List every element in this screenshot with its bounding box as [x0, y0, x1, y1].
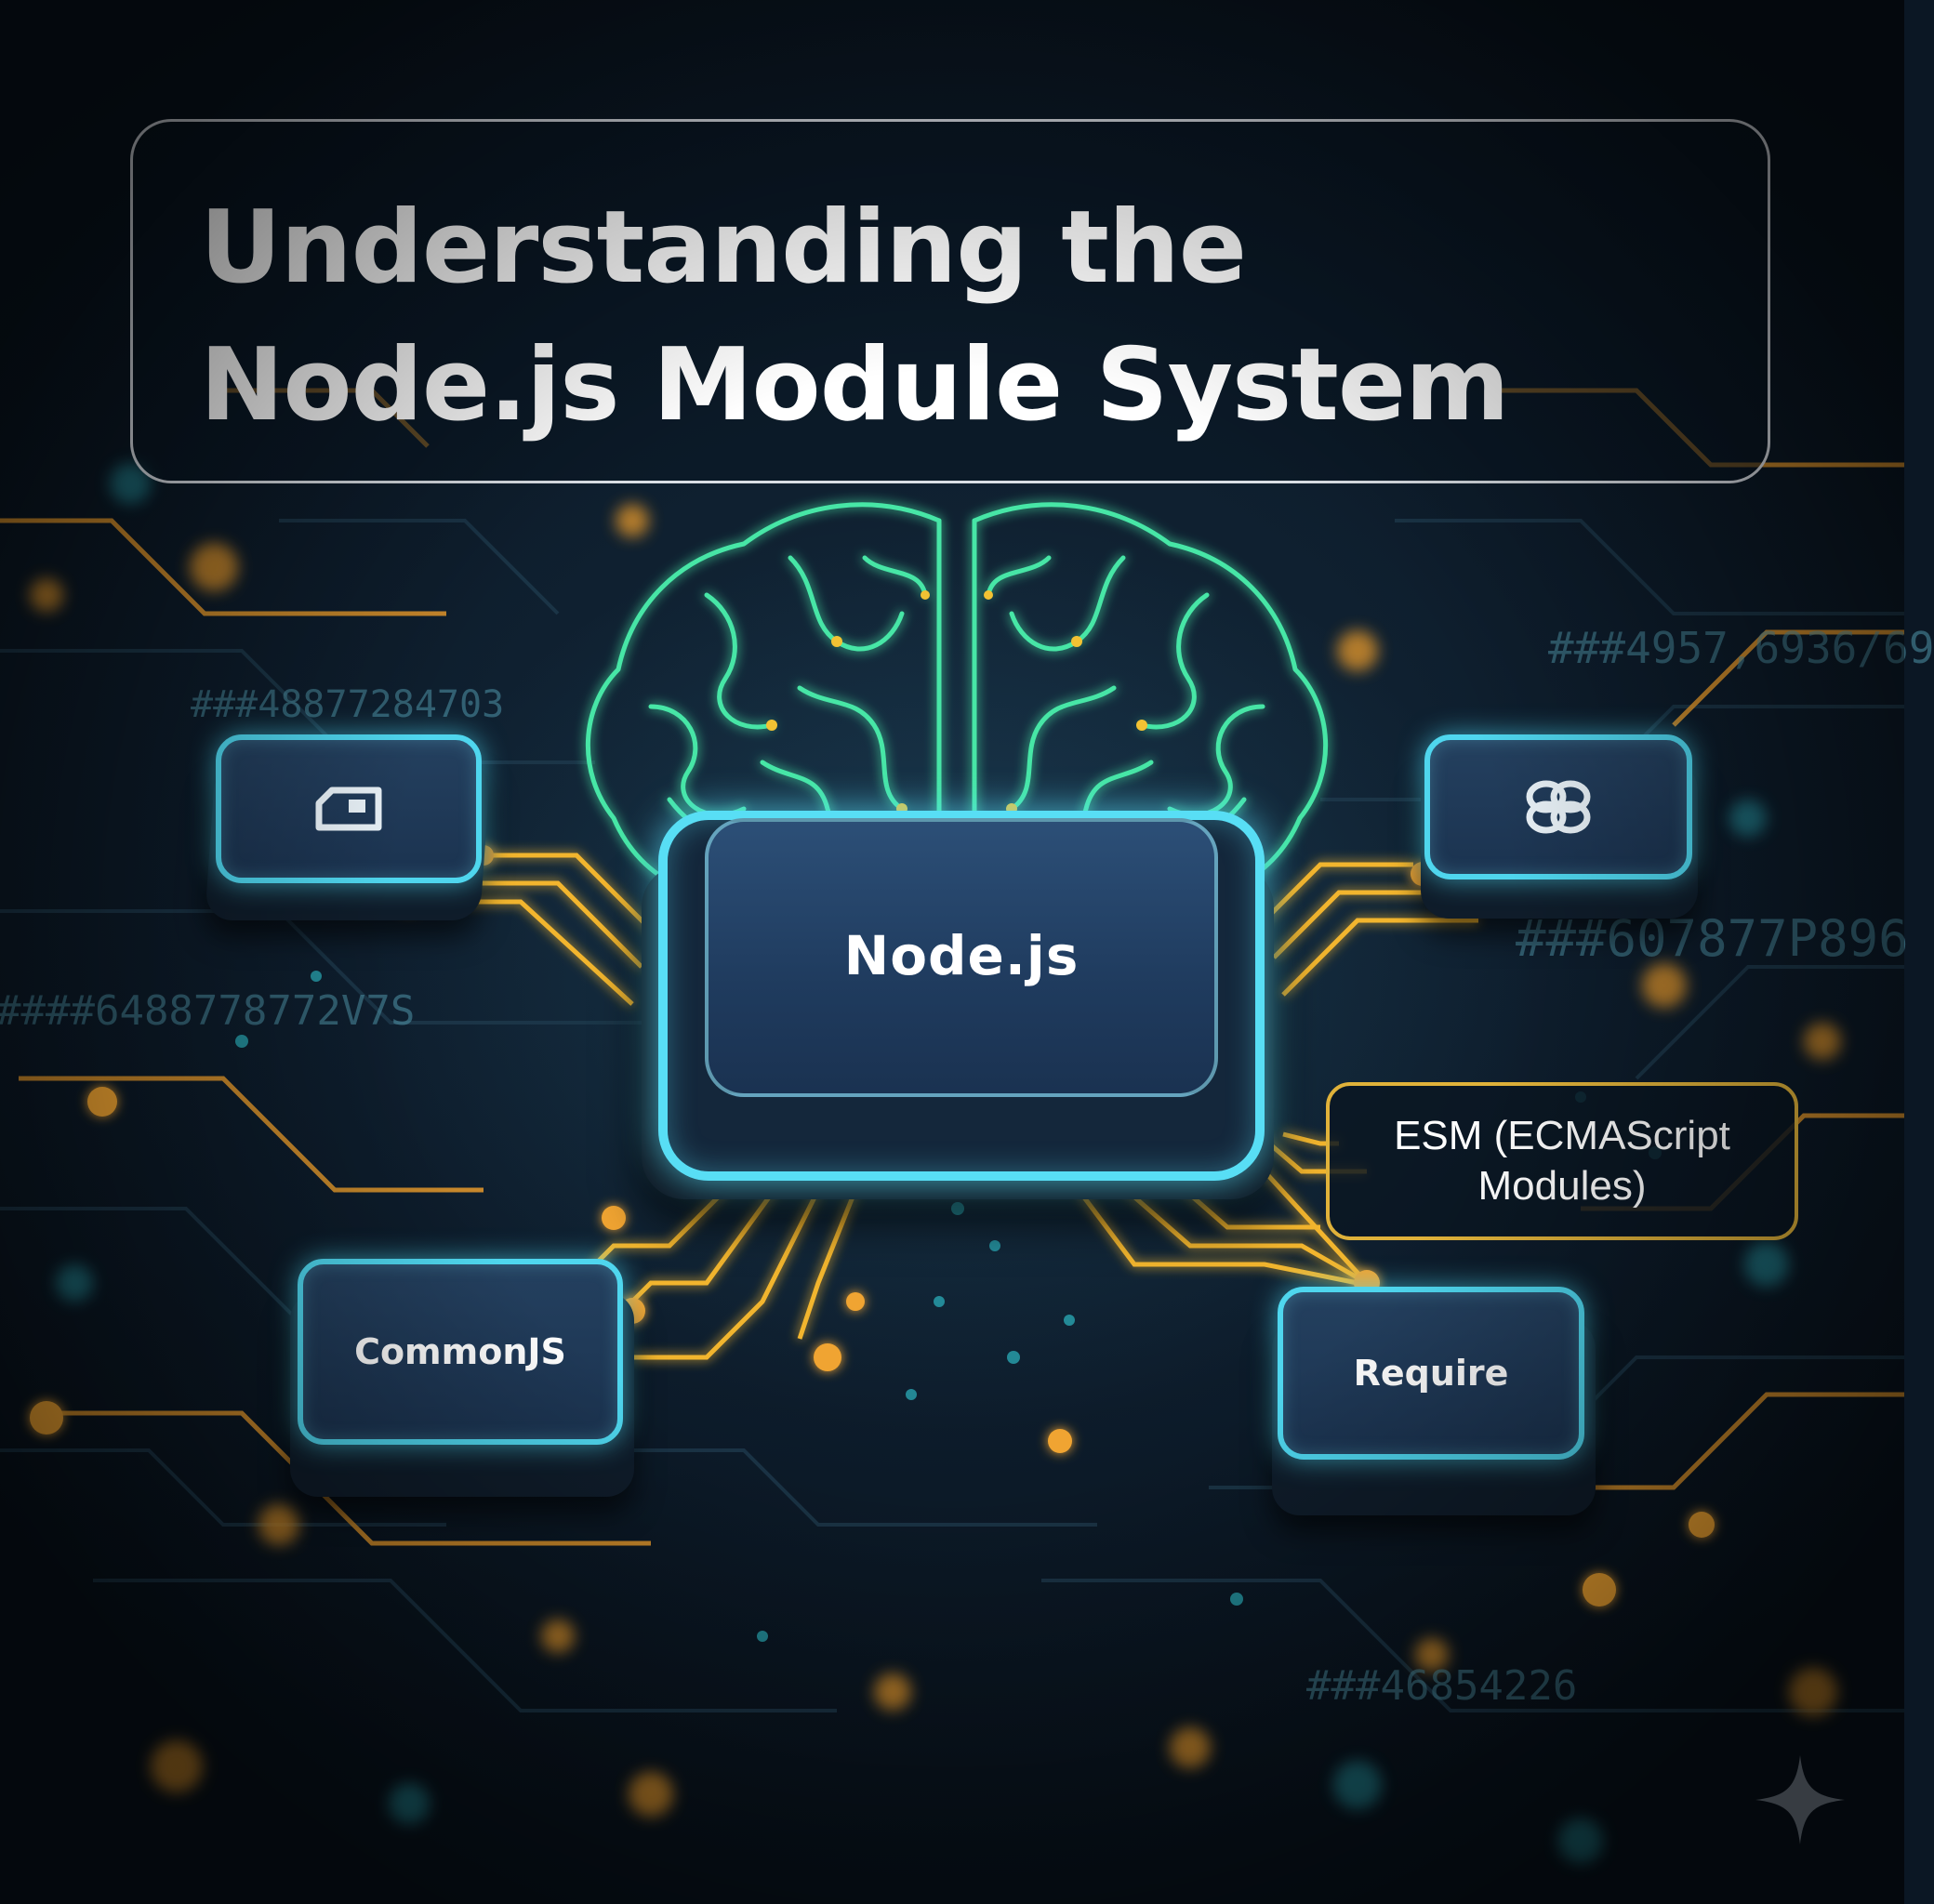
package-icon — [315, 787, 382, 831]
core-chip[interactable]: Node.js — [705, 818, 1218, 1097]
require-chip[interactable]: Require — [1278, 1287, 1584, 1460]
background-code-4: ####6488778772V7S — [0, 987, 416, 1035]
sparkle-icon — [1755, 1755, 1845, 1844]
background-code-2: ###4957,6936/69 — [1548, 623, 1934, 673]
background-code-5: ###46854226 — [1306, 1662, 1578, 1710]
esm-callout[interactable]: ESM (ECMAScript Modules) — [1326, 1082, 1798, 1240]
title-line-1: Understanding the — [200, 190, 1247, 306]
top-left-chip[interactable] — [216, 734, 482, 883]
top-right-chip[interactable] — [1424, 734, 1692, 879]
require-label: Require — [1353, 1353, 1509, 1394]
background-code-1: ###48877284703 — [191, 683, 505, 726]
title-panel: Understanding the Node.js Module System — [130, 119, 1770, 483]
title-line-2: Node.js Module System — [200, 327, 1510, 443]
esm-label: ESM (ECMAScript Modules) — [1394, 1113, 1730, 1209]
commonjs-label: CommonJS — [354, 1331, 566, 1372]
linked-rings-icon — [1526, 780, 1591, 834]
commonjs-chip[interactable]: CommonJS — [298, 1259, 623, 1445]
core-chip-label: Node.js — [843, 924, 1080, 987]
